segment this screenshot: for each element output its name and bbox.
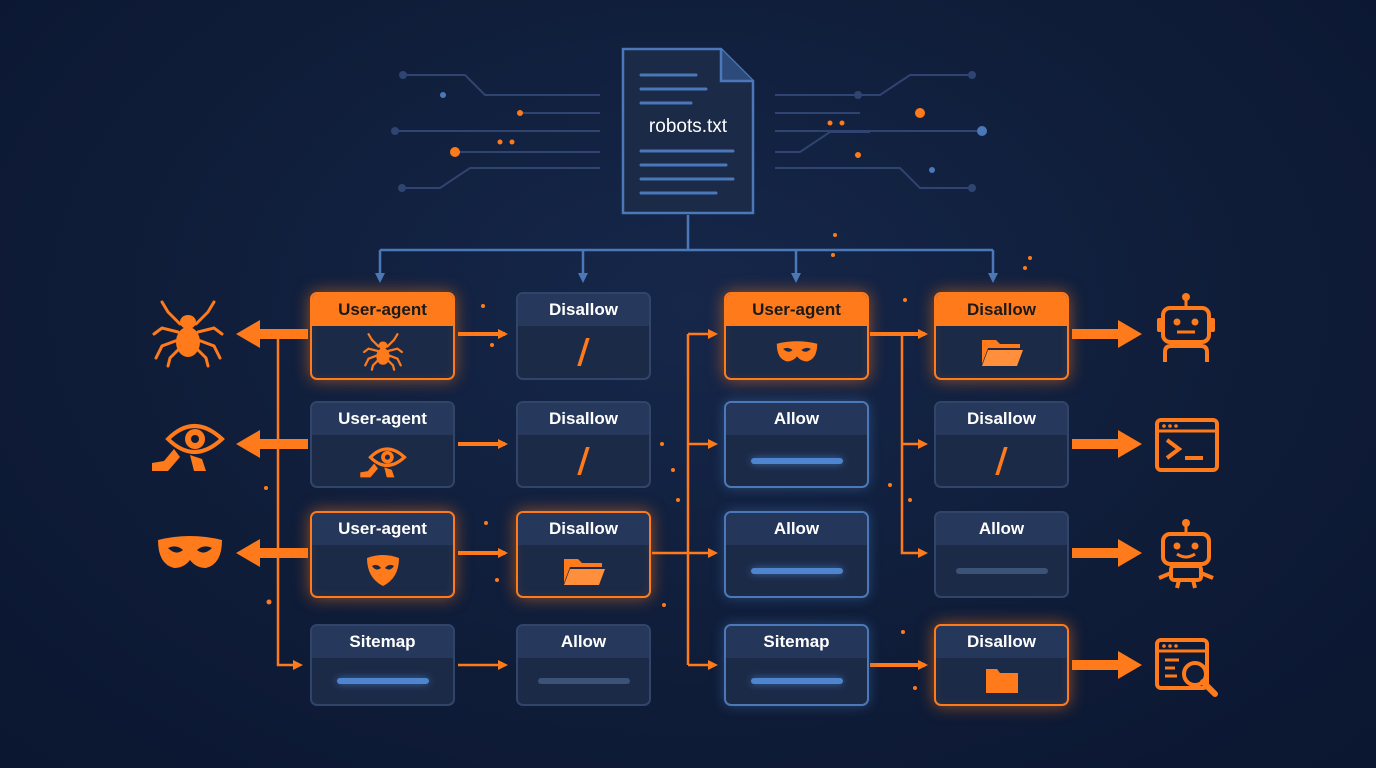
mask-icon [366,554,399,586]
file-name: robots.txt [648,116,728,137]
search-window-icon [1155,638,1218,697]
left-trunk [236,320,308,670]
path-root: / [577,440,590,481]
spider-icon [152,300,224,368]
node-sitemap-right: Sitemap [724,624,869,706]
value-bar [750,678,843,684]
node-disallow-folder-1: Disallow [516,511,651,598]
node-user-agent-crawler: User-agent [310,401,455,488]
node-allow-2: Allow [724,511,869,598]
eye-crawler-icon [152,424,225,471]
robot-icon [1157,293,1215,362]
value-bar [537,678,630,684]
value-bar [750,567,843,574]
node-disallow-root-2: Disallow / [516,401,651,488]
value-bar [955,567,1048,574]
robots-file-icon [621,47,755,215]
node-user-agent-spider: User-agent [310,292,455,380]
value-bar [750,457,843,464]
col2-trunk [652,329,718,670]
node-sitemap-left: Sitemap [310,624,455,706]
node-disallow-folder-3: Disallow [934,624,1069,706]
eye-crawler-icon [359,446,407,477]
doc-fanout [375,215,998,283]
folder-icon [563,558,605,585]
path-root: / [577,332,590,372]
circuit-nodes [391,71,987,192]
folder-icon [981,340,1023,366]
mask-icon [776,341,817,362]
circuit-traces [395,74,982,189]
node-allow-3: Allow [934,511,1069,598]
robot-icon [1158,519,1214,589]
mask-icon [158,536,222,568]
node-user-agent-mask-2: User-agent [724,292,869,380]
node-disallow-root-3: Disallow / [934,401,1069,488]
col4-to-icons [1072,320,1142,679]
terminal-icon [1155,418,1219,472]
sparkles [264,233,1032,690]
col1-to-col2 [458,329,508,670]
value-bar [336,678,429,684]
node-allow-left: Allow [516,624,651,706]
node-disallow-root-1: Disallow / [516,292,651,380]
node-disallow-folder-2: Disallow [934,292,1069,380]
node-allow-1: Allow [724,401,869,488]
path-root: / [995,440,1008,481]
col3-to-col4 [870,329,928,670]
spider-icon [362,333,403,371]
node-user-agent-mask: User-agent [310,511,455,598]
folder-icon [985,669,1018,693]
